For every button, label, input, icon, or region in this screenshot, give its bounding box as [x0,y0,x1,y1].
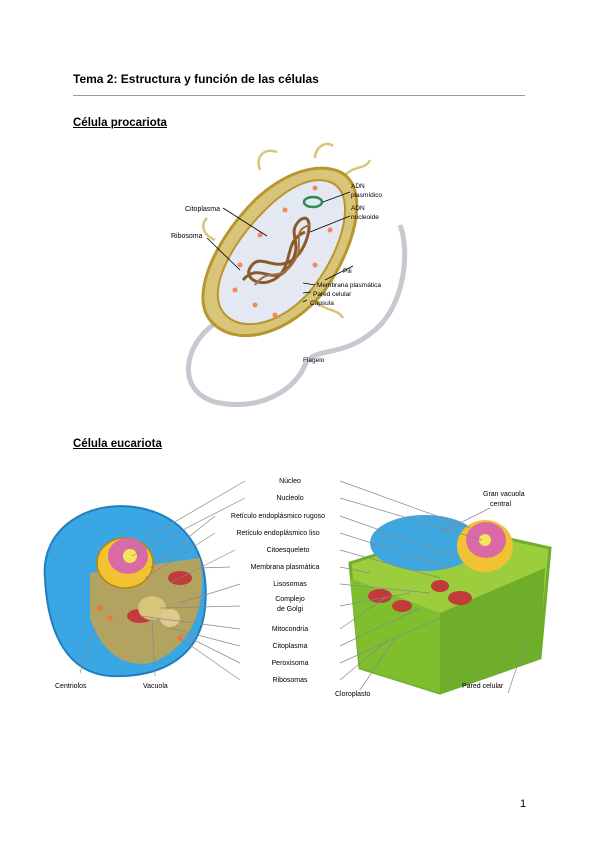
label-ribosoma: Ribosoma [171,233,203,240]
label-adn-nucleoide-1: ADN [351,205,365,212]
label-citoplasma: Citoplasma [185,206,220,213]
label-nucleo: Núcleo [279,478,301,485]
label-citoplasma-euk: Citoplasma [272,643,307,650]
label-adn-nucleoide-2: nucleoide [351,214,379,221]
label-capsula: Cápsula [310,300,334,307]
section-heading-prokaryote: Célula procariota [73,117,167,129]
ribosome-dots [232,185,333,318]
cytoplasm-shape [216,179,346,326]
plasmid-shape [302,195,324,209]
label-golgi-2: de Golgi [277,606,304,613]
label-ribosomas: Ribosomas [272,677,308,684]
label-reticulo-liso: Retículo endoplásmico liso [236,530,319,537]
label-gran-vacuola-1: Gran vacuola [483,491,525,498]
prokaryote-cell-graphic [186,142,408,407]
label-vacuola: Vacuola [143,683,168,690]
label-lisosomas: Lisosomas [273,581,307,588]
page-title: Tema 2: Estructura y función de las célu… [73,72,319,86]
label-reticulo-rugoso: Retículo endoplásmico rugoso [231,513,325,520]
label-adn-plasmidico-2: plasmídico [351,192,382,199]
flagellum-shape [186,224,408,407]
label-membrana-plasmatica: Membrana plasmática [317,282,381,289]
label-golgi-1: Complejo [275,596,305,603]
label-centriolos: Centriolos [55,683,87,690]
label-membrana-plasmatica-euk: Membrana plasmática [251,564,320,571]
label-adn-plasmidico-1: ADN [351,183,365,190]
prokaryote-diagram: Citoplasma Ribosoma ADN plasmídico ADN n… [171,142,408,407]
label-citoesqueleto: Citoesqueleto [267,547,310,554]
label-pared-celular: Pared celular [313,291,352,298]
label-pili: Pili [343,268,352,275]
label-gran-vacuola-2: central [490,501,511,508]
page-number: 1 [520,798,527,810]
section-heading-eukaryote: Célula eucariota [73,438,162,450]
title-divider [73,95,525,96]
plant-cell-graphic [348,515,552,695]
label-mitocondria: Mitocondria [272,626,308,633]
eukaryote-diagram: Núcleo Nucleolo Retículo endoplásmico ru… [43,478,552,698]
label-flagelo: Flagelo [303,357,325,364]
label-cloroplasto: Cloroplasto [335,691,371,698]
animal-cell-graphic [43,505,207,678]
label-pared-celular-euk: Pared celular [462,683,504,690]
label-peroxisoma: Peroxisoma [272,660,309,667]
label-nucleolo: Nucleolo [276,495,303,502]
